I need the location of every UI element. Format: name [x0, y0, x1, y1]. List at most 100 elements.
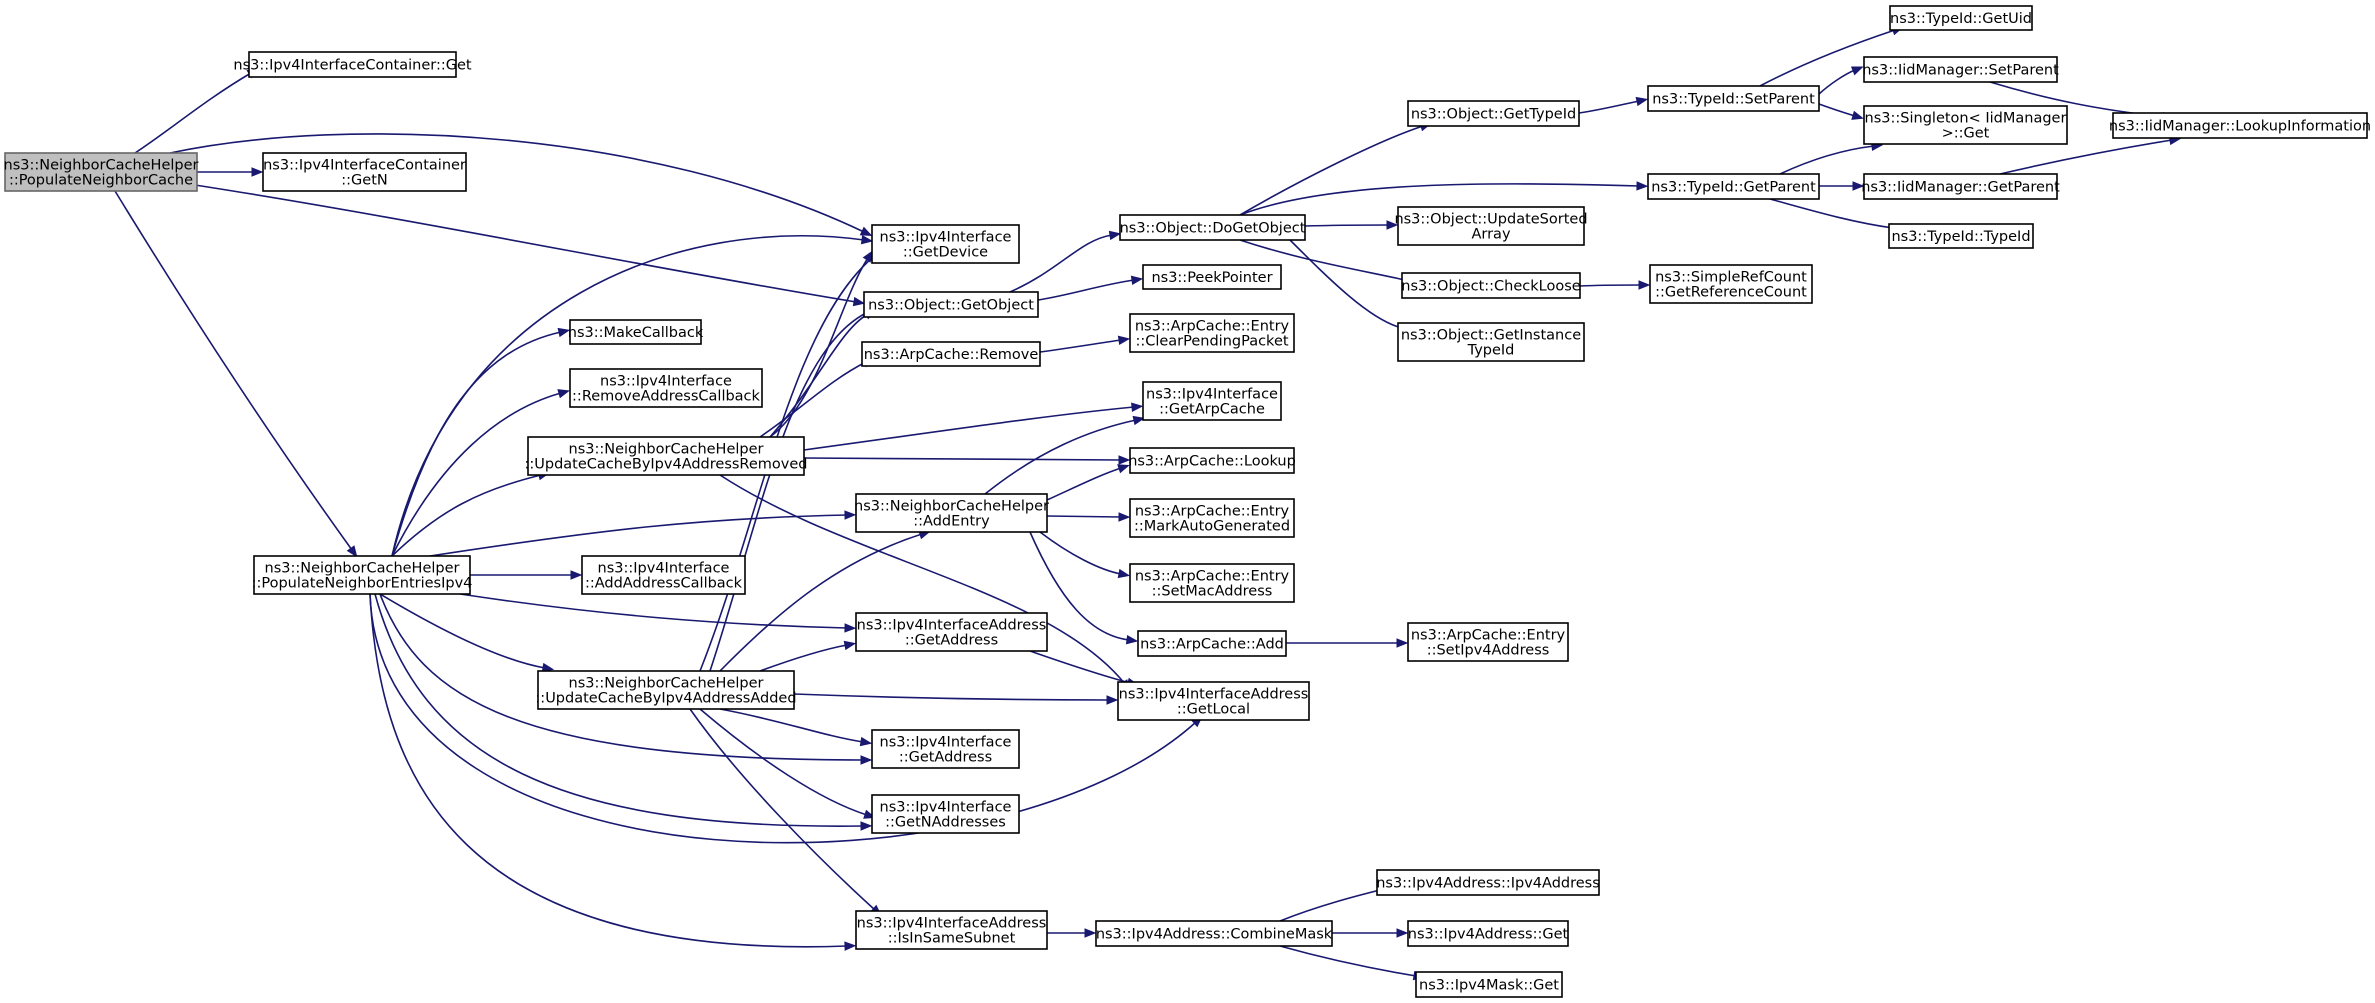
edge-update_removed-to-arpcache_lookup — [803, 455, 1131, 465]
edge-line — [369, 593, 848, 948]
node-label-line: ns3::Ipv4Interface — [598, 561, 730, 577]
node-make-callback[interactable]: ns3::MakeCallback — [568, 319, 704, 345]
node-label-line: ns3::Ipv4Address::Get — [1408, 927, 1569, 943]
node-label-line: ::AddEntry — [913, 514, 990, 530]
node-arpcache-add[interactable]: ns3::ArpCache::Add — [1137, 630, 1287, 657]
node-box — [581, 555, 746, 595]
edge-line — [391, 392, 562, 557]
node-lookup-information[interactable]: ns3::IidManager::LookupInformation — [2109, 112, 2371, 139]
node-iface-get-address[interactable]: ns3::Ipv4Interface::GetAddress — [871, 729, 1020, 769]
edge-line — [391, 474, 542, 557]
node-is-in-same-subnet[interactable]: ns3::Ipv4InterfaceAddress::IsInSameSubne… — [855, 910, 1048, 950]
node-combine-mask[interactable]: ns3::Ipv4Address::CombineMask — [1095, 920, 1333, 947]
node-box — [1142, 264, 1282, 290]
node-add-address-callback[interactable]: ns3::Ipv4Interface::AddAddressCallback — [581, 555, 746, 595]
node-clear-pending[interactable]: ns3::ArpCache::Entry::ClearPendingPacket — [1129, 313, 1295, 353]
edge-update_added-to-iface_get_address — [719, 708, 873, 747]
node-remove-address-callback[interactable]: ns3::Ipv4Interface::RemoveAddressCallbac… — [569, 368, 763, 408]
node-set-mac[interactable]: ns3::ArpCache::Entry::SetMacAddress — [1129, 563, 1295, 603]
edge-check_loose-to-get_reference_count — [1579, 280, 1651, 290]
edge-line — [379, 593, 864, 761]
node-label-line: ns3::NeighborCacheHelper — [854, 499, 1049, 515]
node-container-getn[interactable]: ns3::Ipv4InterfaceContainer::GetN — [262, 152, 467, 192]
node-ipv4address-ctor[interactable]: ns3::Ipv4Address::Ipv4Address — [1376, 869, 1600, 896]
node-typeid-get-uid[interactable]: ns3::TypeId::GetUid — [1889, 5, 2033, 31]
node-label-line: ns3::Ipv4Interface — [600, 374, 732, 390]
node-typeid-get-parent[interactable]: ns3::TypeId::GetParent — [1647, 173, 1820, 200]
edge-line — [759, 361, 867, 438]
node-label-line: ns3::MakeCallback — [568, 325, 704, 341]
node-populate-entries-ipv4[interactable]: ns3::NeighborCacheHelper::PopulateNeighb… — [252, 555, 473, 595]
node-label-line: ::GetNAddresses — [885, 815, 1006, 831]
edge-line — [369, 593, 1197, 844]
edge-line — [719, 708, 864, 743]
node-box — [1119, 214, 1306, 241]
node-box — [1129, 447, 1295, 474]
node-typeid-ctor[interactable]: ns3::TypeId::TypeId — [1888, 223, 2034, 249]
node-mark-auto[interactable]: ns3::ArpCache::Entry::MarkAutoGenerated — [1129, 498, 1295, 538]
node-box — [1376, 869, 1600, 896]
node-do-get-object[interactable]: ns3::Object::DoGetObject — [1119, 214, 1306, 241]
node-label-line: ns3::Ipv4InterfaceContainer::Get — [233, 58, 471, 74]
node-label-line: ::GetN — [341, 173, 387, 189]
node-peek-pointer[interactable]: ns3::PeekPointer — [1142, 264, 1282, 290]
node-label-line: Array — [1471, 227, 1510, 243]
node-label-line: ns3::TypeId::TypeId — [1891, 229, 2030, 245]
node-label-line: ns3::Object::CheckLoose — [1401, 279, 1580, 295]
node-typeid-set-parent[interactable]: ns3::TypeId::SetParent — [1647, 85, 1820, 112]
edge-populate_entries_ipv4-to-update_added — [379, 593, 555, 673]
node-label-line: ns3::Object::GetObject — [868, 298, 1034, 314]
node-populate-neighbor-cache[interactable]: ns3::NeighborCacheHelper::PopulateNeighb… — [4, 152, 199, 192]
edge-typeid_set_parent-to-singleton_get — [1818, 103, 1864, 120]
node-singleton-get[interactable]: ns3::Singleton< IidManager >::Get — [1863, 105, 2068, 145]
node-iid-get-parent[interactable]: ns3::IidManager::GetParent — [1861, 173, 2060, 200]
node-add-entry[interactable]: ns3::NeighborCacheHelper::AddEntry — [854, 493, 1049, 533]
node-label-line: ::GetDevice — [903, 245, 988, 261]
node-box — [855, 493, 1048, 533]
node-box — [855, 612, 1048, 652]
edge-line — [429, 514, 848, 557]
edge-line — [1818, 69, 1856, 95]
node-arpcache-lookup[interactable]: ns3::ArpCache::Lookup — [1128, 447, 1296, 474]
node-box — [248, 51, 457, 78]
node-ipv4address-get[interactable]: ns3::Ipv4Address::Get — [1407, 920, 1569, 947]
node-get-arp-cache[interactable]: ns3::Ipv4Interface::GetArpCache — [1142, 381, 1282, 421]
edge-populate_entries_ipv4-to-add_entry — [429, 510, 857, 557]
node-check-loose[interactable]: ns3::Object::CheckLoose — [1401, 272, 1581, 299]
edge-arrowhead — [1396, 928, 1409, 938]
node-label-line: ns3::IidManager::GetParent — [1861, 180, 2060, 196]
node-label-line: TypeId — [1467, 343, 1515, 359]
edge-line — [1304, 224, 1390, 227]
node-object-get-type-id[interactable]: ns3::Object::GetTypeId — [1407, 100, 1580, 127]
node-arpcache-remove[interactable]: ns3::ArpCache::Remove — [861, 341, 1041, 367]
node-label-line: ::AddAddressCallback — [585, 576, 743, 592]
edge-arrowhead — [859, 736, 873, 747]
edge-line — [1046, 515, 1122, 518]
node-iid-set-parent[interactable]: ns3::IidManager::SetParent — [1862, 56, 2059, 83]
node-iface-get-naddresses[interactable]: ns3::Ipv4Interface::GetNAddresses — [871, 794, 1020, 834]
node-set-ipv4-address[interactable]: ns3::ArpCache::Entry::SetIpv4Address — [1407, 622, 1569, 662]
node-iface-get-device[interactable]: ns3::Ipv4Interface::GetDevice — [871, 224, 1020, 264]
node-object-get-object[interactable]: ns3::Object::GetObject — [863, 291, 1039, 318]
node-label-line: ns3::Ipv4Interface — [880, 800, 1012, 816]
edge-line — [1239, 125, 1424, 216]
edge-populate_entries_ipv4-to-is_in_same_subnet — [369, 593, 857, 951]
node-label-line: ::ClearPendingPacket — [1135, 334, 1288, 350]
node-update-added[interactable]: ns3::NeighborCacheHelper::UpdateCacheByI… — [535, 670, 797, 710]
node-label-line: ::GetReferenceCount — [1655, 285, 1807, 301]
edge-arrowhead — [1851, 110, 1864, 120]
node-box — [1647, 173, 1820, 200]
node-update-removed[interactable]: ns3::NeighborCacheHelper::UpdateCacheByI… — [525, 436, 808, 476]
node-container-get[interactable]: ns3::Ipv4InterfaceContainer::Get — [233, 51, 472, 78]
node-ipv4mask-get[interactable]: ns3::Ipv4Mask::Get — [1415, 971, 1563, 998]
node-ifaddr-get-address[interactable]: ns3::Ipv4InterfaceAddress::GetAddress — [855, 612, 1048, 652]
node-box — [871, 224, 1020, 264]
node-get-reference-count[interactable]: ns3::SimpleRefCount::GetReferenceCount — [1649, 264, 1813, 304]
node-label-line: ns3::Object::DoGetObject — [1120, 221, 1306, 237]
edge-object_get_object-to-peek_pointer — [1037, 275, 1144, 301]
node-ifaddr-get-local[interactable]: ns3::Ipv4InterfaceAddress::GetLocal — [1117, 681, 1310, 721]
node-box — [1129, 498, 1295, 538]
edge-arrowhead — [1132, 415, 1146, 426]
